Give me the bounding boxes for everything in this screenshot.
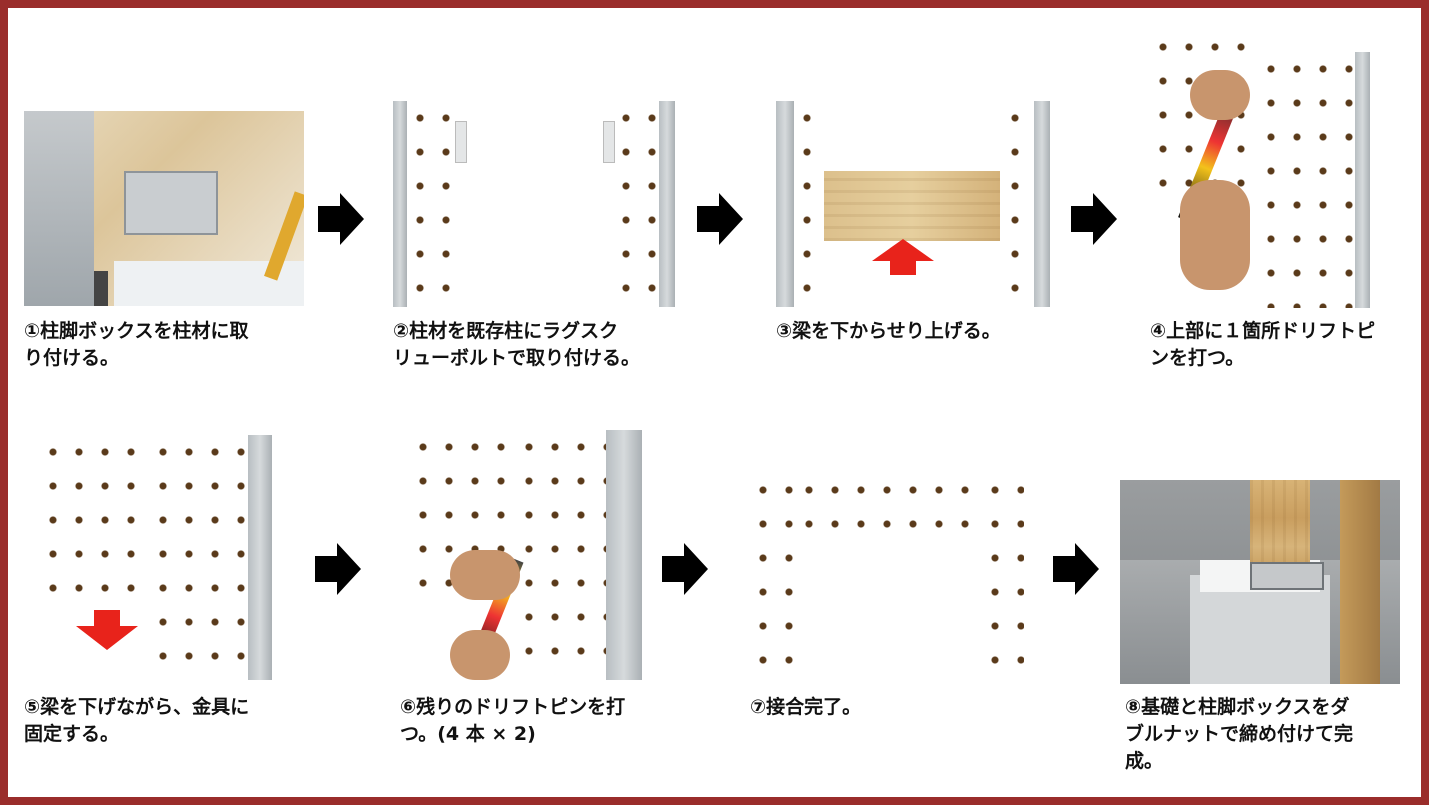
step-3-caption: ③梁を下からせり上げる。: [776, 320, 1001, 342]
step-8-photo: [1120, 480, 1400, 684]
step-6-caption: ⑥残りのドリフトピンを打 つ。(4 本 × 2): [400, 696, 626, 745]
right-arrow-icon: [662, 543, 708, 595]
step-2-photo: [393, 101, 675, 307]
right-arrow-icon: [315, 543, 361, 595]
step-1-photo: [24, 111, 304, 306]
step-8-caption: ⑧基礎と柱脚ボックスをダ ブルナットで締め付けて完 成。: [1125, 696, 1354, 772]
step-5-photo: [40, 435, 272, 680]
step-5-caption: ⑤梁を下げながら、金具に 固定する。: [24, 696, 250, 745]
step-2-caption: ②柱材を既存柱にラグスク リューボルトで取り付ける。: [393, 320, 641, 369]
step-6-photo: [410, 430, 642, 680]
red-down-arrow-icon: [76, 610, 138, 650]
step-3-photo: [776, 101, 1050, 307]
right-arrow-icon: [697, 193, 743, 245]
right-arrow-icon: [1053, 543, 1099, 595]
step-4-photo: [1150, 30, 1370, 308]
step-7-caption: ⑦接合完了。: [750, 696, 862, 718]
step-4-caption: ④上部に１箇所ドリフトピ ンを打つ。: [1150, 320, 1376, 369]
right-arrow-icon: [318, 193, 364, 245]
step-7-photo: [750, 473, 1024, 680]
right-arrow-icon: [1071, 193, 1117, 245]
step-1-caption: ①柱脚ボックスを柱材に取 り付ける。: [24, 320, 249, 369]
red-up-arrow-icon: [872, 239, 934, 275]
